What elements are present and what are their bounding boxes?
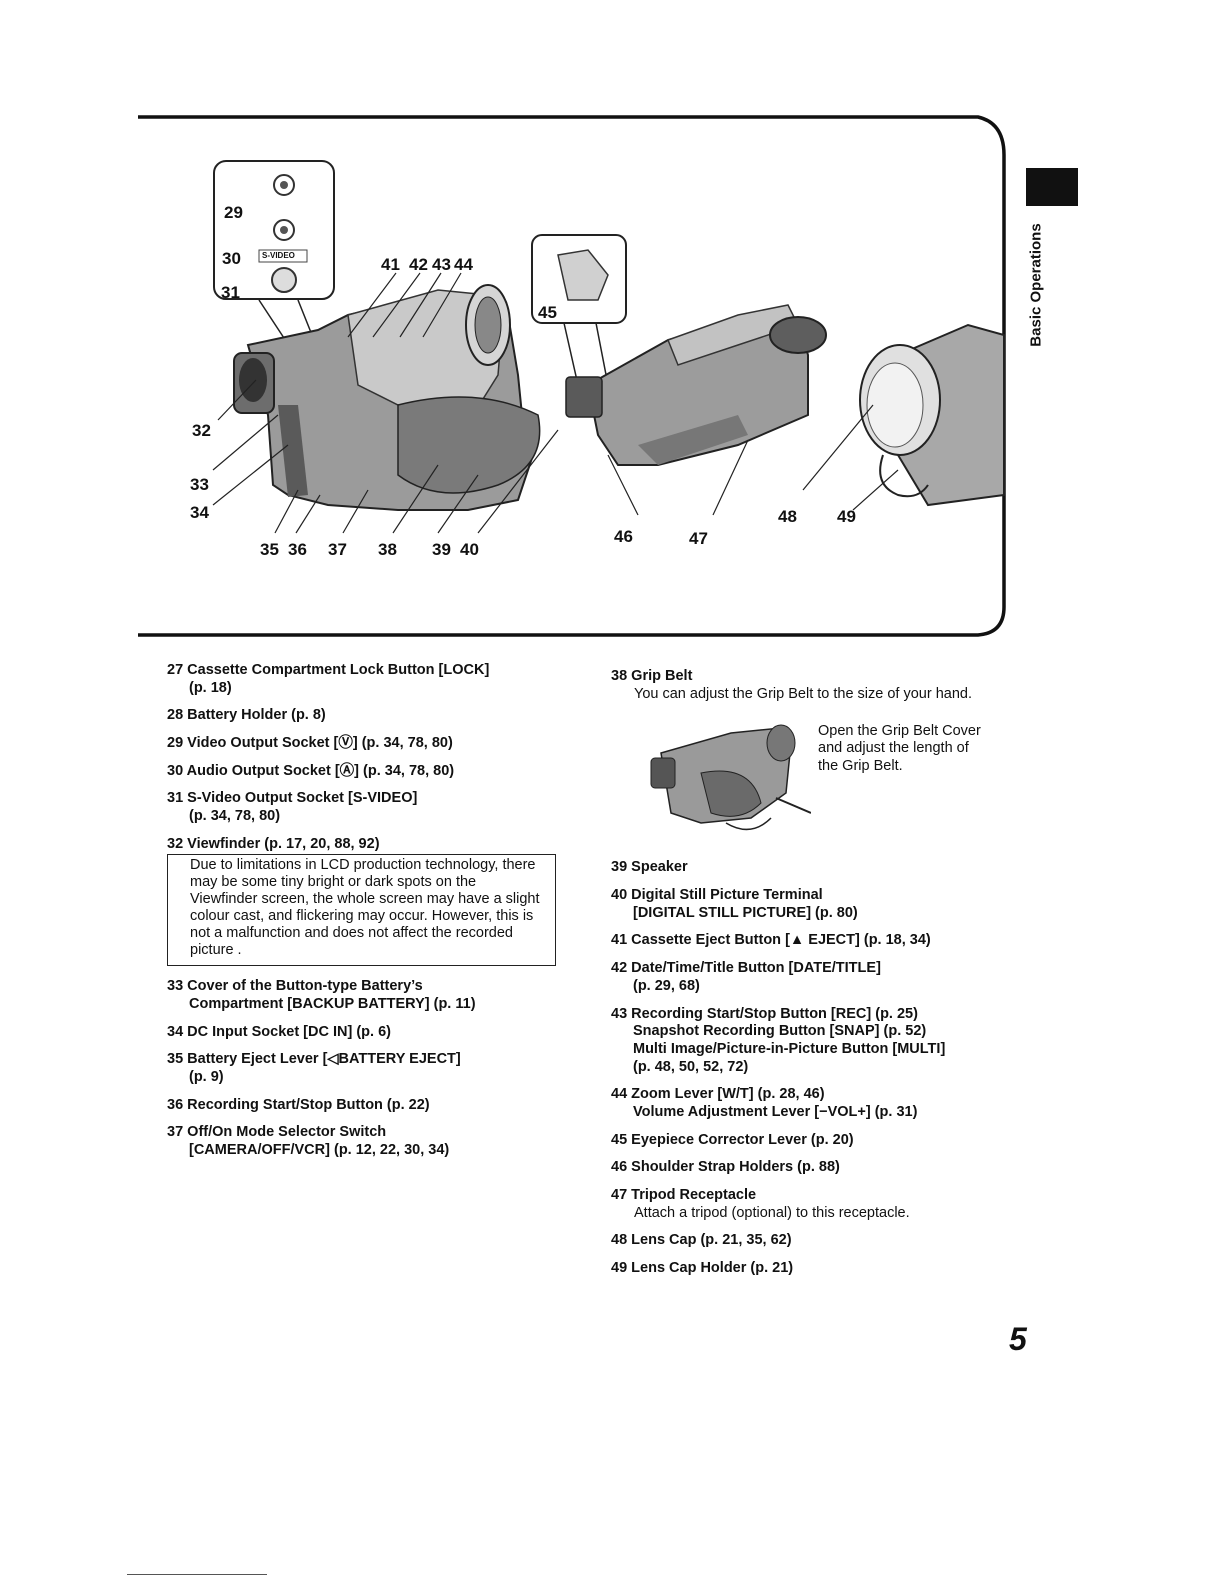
label-44: 44 xyxy=(454,255,473,274)
label-43: 43 xyxy=(432,255,451,274)
grip-belt-drawing xyxy=(650,724,811,831)
label-33: 33 xyxy=(190,475,209,494)
list-item-40: 40 Digital Still Picture Terminal [DIGIT… xyxy=(611,887,858,921)
bottom-rule xyxy=(127,1574,267,1575)
label-36: 36 xyxy=(288,540,307,559)
list-item-45: 45 Eyepiece Corrector Lever (p. 20) xyxy=(611,1131,854,1148)
list-item-37: 37 Off/On Mode Selector Switch [CAMERA/O… xyxy=(167,1124,450,1158)
page-number: 5 xyxy=(1009,1321,1027,1357)
viewfinder-note: Due to limitations in LCD production tec… xyxy=(167,853,556,967)
grip-belt-caption: Open the Grip Belt Cover and adjust the … xyxy=(818,723,981,774)
label-39: 39 xyxy=(432,540,451,559)
label-32: 32 xyxy=(192,421,211,440)
label-46: 46 xyxy=(614,527,633,546)
camera-figure: 29 30 31 S-VIDEO 41 42 43 44 32 33 34 35… xyxy=(138,115,1006,641)
list-item-39: 39 Speaker xyxy=(611,859,688,876)
list-item-30: 30 Audio Output Socket [Ⓐ] (p. 34, 78, 8… xyxy=(167,762,455,779)
label-49: 49 xyxy=(837,507,856,526)
section-tab-label: Basic Operations xyxy=(1027,223,1045,347)
label-47: 47 xyxy=(689,529,708,548)
label-34: 34 xyxy=(190,503,209,522)
list-item-48: 48 Lens Cap (p. 21, 35, 62) xyxy=(611,1232,792,1249)
label-37: 37 xyxy=(328,540,347,559)
list-item-35: 35 Battery Eject Lever [◁BATTERY EJECT] … xyxy=(167,1051,461,1085)
label-29: 29 xyxy=(224,203,243,222)
list-item-42: 42 Date/Time/Title Button [DATE/TITLE] (… xyxy=(611,960,881,994)
list-item-47: 47 Tripod Receptacle Attach a tripod (op… xyxy=(611,1187,910,1221)
figure-illustration xyxy=(138,115,1006,637)
grip-belt-illustration: Open the Grip Belt Cover and adjust the … xyxy=(611,713,1011,853)
list-item-49: 49 Lens Cap Holder (p. 21) xyxy=(611,1260,794,1277)
list-item-28: 28 Battery Holder (p. 8) xyxy=(167,707,326,724)
list-item-29: 29 Video Output Socket [Ⓥ] (p. 34, 78, 8… xyxy=(167,735,453,752)
label-31: 31 xyxy=(221,283,240,302)
section-tab-marker xyxy=(1026,168,1078,206)
list-item-33: 33 Cover of the Button-type Battery’s Co… xyxy=(167,978,476,1012)
section-tab: Basic Operations xyxy=(1022,215,1050,355)
label-35: 35 xyxy=(260,540,279,559)
list-item-46: 46 Shoulder Strap Holders (p. 88) xyxy=(611,1159,840,1176)
list-item-41: 41 Cassette Eject Button [▲ EJECT] (p. 1… xyxy=(611,932,931,949)
list-item-34: 34 DC Input Socket [DC IN] (p. 6) xyxy=(167,1023,391,1040)
label-45: 45 xyxy=(538,303,557,322)
label-48: 48 xyxy=(778,507,797,526)
list-item-31: 31 S-Video Output Socket [S-VIDEO] (p. 3… xyxy=(167,790,418,825)
label-38: 38 xyxy=(378,540,397,559)
label-30: 30 xyxy=(222,249,241,268)
label-40: 40 xyxy=(460,540,479,559)
list-item-32: 32 Viewfinder (p. 17, 20, 88, 92) xyxy=(167,835,380,852)
list-item-27: 27 Cassette Compartment Lock Button [LOC… xyxy=(167,662,490,696)
parts-list-left: 27 Cassette Compartment Lock Button [LOC… xyxy=(167,662,562,1170)
label-42: 42 xyxy=(409,255,428,274)
list-item-43: 43 Recording Start/Stop Button [REC] (p.… xyxy=(611,1005,946,1075)
parts-list-right: 38 Grip Belt You can adjust the Grip Bel… xyxy=(611,668,1011,1288)
list-item-38: 38 Grip Belt You can adjust the Grip Bel… xyxy=(611,668,973,702)
label-41: 41 xyxy=(381,255,400,274)
list-item-44: 44 Zoom Lever [W/T] (p. 28, 46) Volume A… xyxy=(611,1086,918,1120)
list-item-36: 36 Recording Start/Stop Button (p. 22) xyxy=(167,1096,430,1113)
label-svideo: S-VIDEO xyxy=(262,251,295,260)
